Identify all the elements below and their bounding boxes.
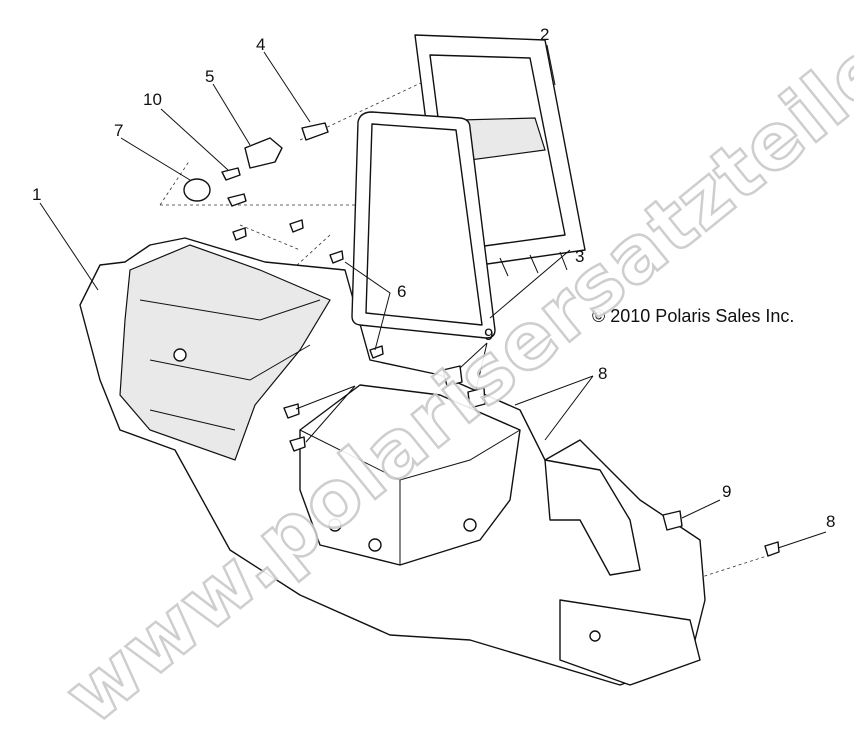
- push-rivet-part-6: [232, 219, 384, 359]
- bracket-part-5: [244, 137, 283, 169]
- screw-part-10: [221, 167, 241, 181]
- callout-4: 4: [256, 35, 265, 54]
- seal-part-3: [351, 111, 496, 339]
- callout-9a: 9: [484, 325, 493, 344]
- callout-8b: 8: [826, 512, 835, 531]
- push-rivet-part-8: [283, 403, 780, 557]
- cap-part-7: [183, 178, 211, 202]
- assembly-line: [159, 54, 771, 601]
- callout-7: 7: [114, 121, 123, 140]
- callout-9b: 9: [722, 482, 731, 501]
- callout-3: 3: [575, 247, 584, 266]
- callout-1: 1: [32, 185, 41, 204]
- callout-6: 6: [397, 282, 406, 301]
- dash-panel-part-1: [79, 237, 706, 686]
- hardware: [183, 122, 780, 557]
- bolt-part-4: [301, 122, 329, 141]
- callout-10: 10: [143, 90, 162, 109]
- clip-part-9: [442, 365, 683, 531]
- callout-5: 5: [205, 67, 214, 86]
- callout-2: 2: [540, 25, 549, 44]
- copyright-text: © 2010 Polaris Sales Inc.: [592, 306, 795, 326]
- callout-8a: 8: [598, 364, 607, 383]
- leader-lines: [39, 44, 827, 549]
